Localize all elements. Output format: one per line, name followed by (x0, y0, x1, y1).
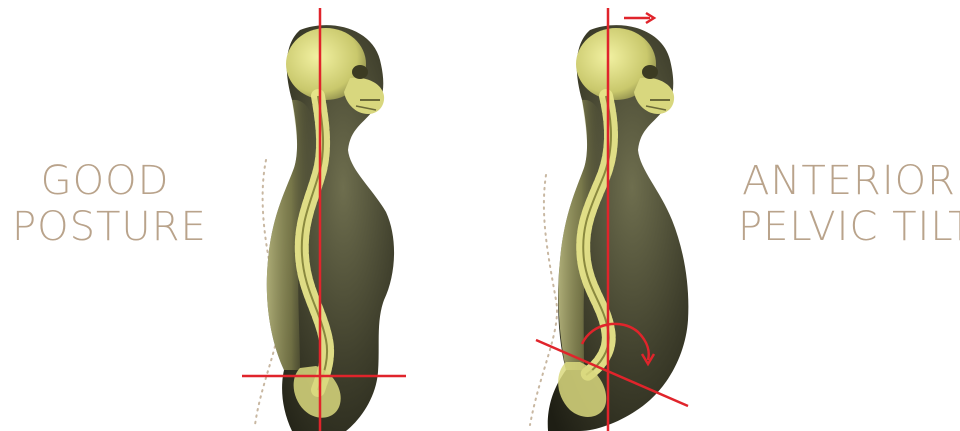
apt-back-curve (530, 175, 557, 425)
good-posture-figure (242, 8, 406, 431)
anterior-pelvic-tilt-figure (530, 8, 688, 431)
arrow-right-icon (624, 13, 654, 23)
